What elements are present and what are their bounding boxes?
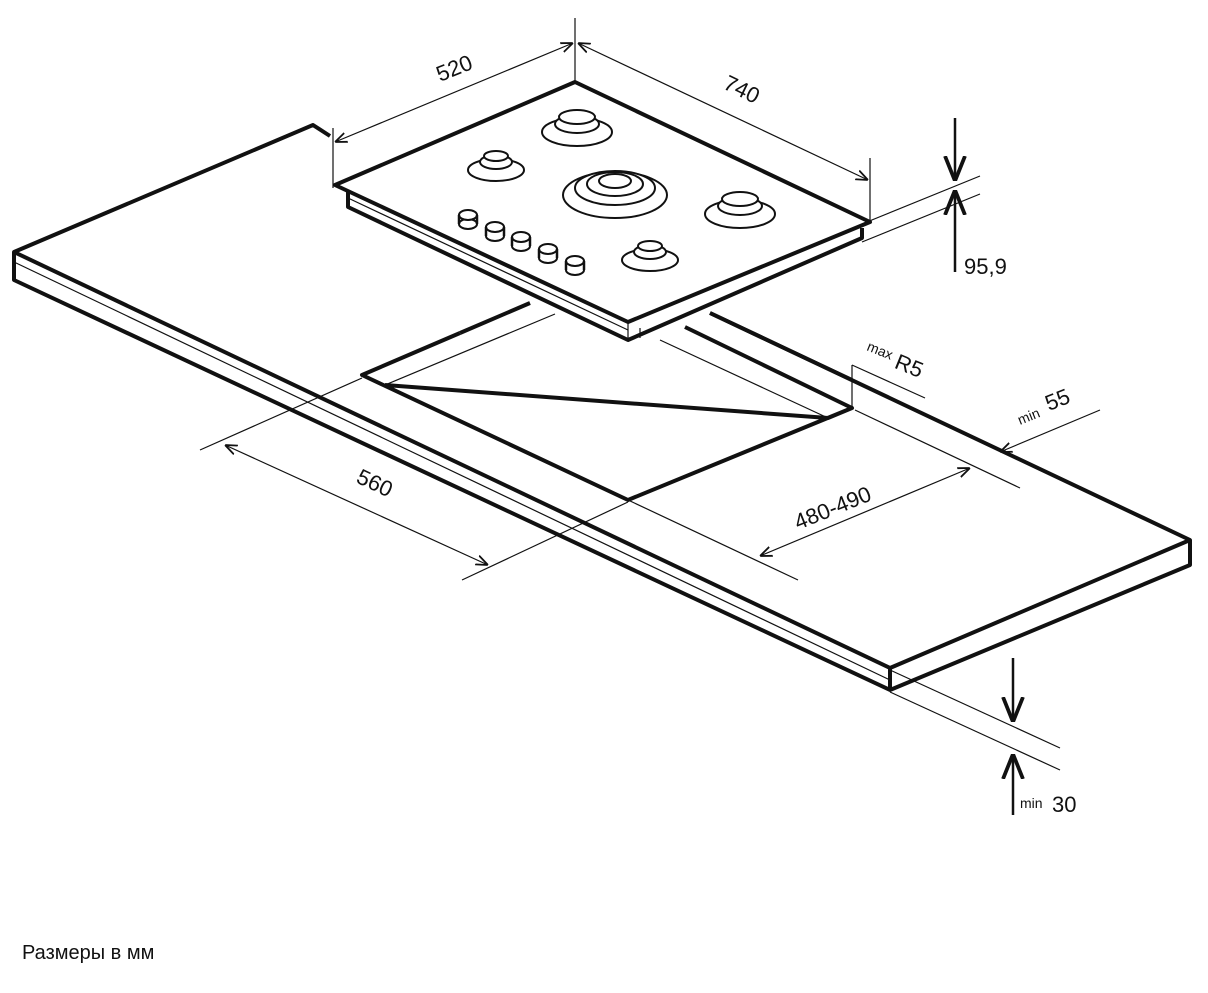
dimension-lines bbox=[199, 18, 1101, 815]
control-knobs bbox=[457, 209, 586, 276]
label-min30-value: 30 bbox=[1052, 792, 1076, 817]
label-hob-height: 95,9 bbox=[964, 254, 1007, 279]
label-min55-prefix: min bbox=[1015, 404, 1042, 427]
label-cutout-depth: 560 bbox=[353, 464, 397, 502]
label-cutout-width: 480-490 bbox=[791, 481, 875, 534]
label-hob-depth: 520 bbox=[433, 50, 476, 87]
label-r5-prefix: max bbox=[865, 338, 896, 363]
burner-right bbox=[704, 191, 776, 229]
cutout bbox=[360, 311, 854, 502]
label-min30-prefix: min bbox=[1020, 795, 1043, 811]
units-caption: Размеры в мм bbox=[22, 942, 155, 964]
burner-left bbox=[467, 150, 525, 182]
burner-front bbox=[621, 240, 679, 272]
label-r5-value: R5 bbox=[892, 349, 927, 383]
label-hob-width: 740 bbox=[720, 70, 764, 109]
gas-hob bbox=[333, 80, 872, 342]
label-min55-value: 55 bbox=[1041, 383, 1073, 415]
burner-wok bbox=[562, 170, 668, 219]
